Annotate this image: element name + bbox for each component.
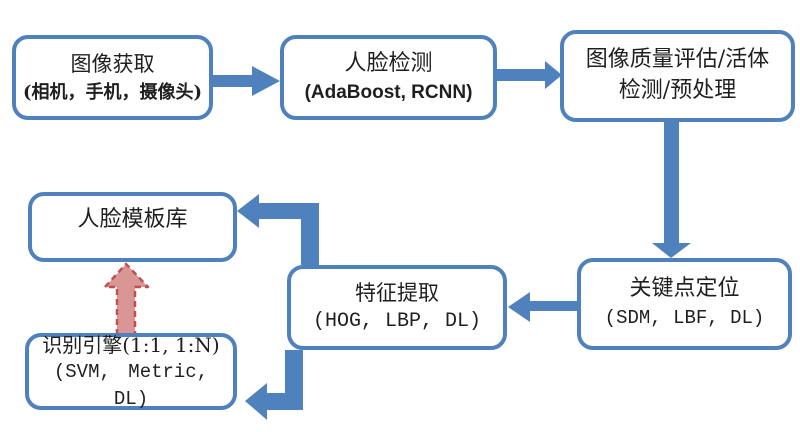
node-face-detection-title: 人脸检测 — [344, 50, 433, 76]
node-face-detection: 人脸检测 (AdaBoost, RCNN) — [280, 35, 497, 120]
node-quality-liveness: 图像质量评估/活体 检测/预处理 — [560, 30, 795, 122]
node-feature-extraction-subtitle: (HOG, LBP, DL) — [312, 310, 482, 334]
arrow-landmark-to-feature-icon — [508, 292, 577, 322]
node-landmark-localization: 关键点定位 (SDM, LBF, DL) — [577, 258, 792, 350]
arrow-recognition-to-template-db-icon — [103, 262, 150, 337]
node-feature-extraction-title: 特征提取 — [355, 281, 439, 305]
node-quality-liveness-title-line2: 检测/预处理 — [618, 78, 737, 103]
node-face-template-db: 人脸模板库 — [28, 192, 237, 262]
node-landmark-localization-title: 关键点定位 — [629, 276, 740, 301]
node-recognition-engine-title: 识别引擎(1:1, 1:N) — [42, 332, 220, 357]
arrow-feature-to-recognition-icon — [245, 350, 303, 420]
node-image-acquisition-title: 图像获取 — [70, 52, 155, 77]
node-feature-extraction: 特征提取 (HOG, LBP, DL) — [287, 265, 507, 350]
node-quality-liveness-title-line1: 图像质量评估/活体 — [585, 47, 770, 73]
node-image-acquisition-subtitle: (相机，手机，摄像头) — [22, 81, 203, 103]
arrow-quality-to-landmark-icon — [652, 122, 691, 258]
node-recognition-engine: 识别引擎(1:1, 1:N) (SVM, Metric, DL) — [25, 333, 237, 410]
node-face-template-db-title: 人脸模板库 — [77, 207, 188, 232]
arrow-detection-to-quality-icon — [497, 61, 562, 89]
node-face-detection-subtitle: (AdaBoost, RCNN) — [304, 81, 473, 103]
arrow-acquisition-to-detection-icon — [213, 66, 280, 96]
arrow-feature-to-template-db-icon — [237, 194, 319, 265]
node-landmark-localization-subtitle: (SDM, LBF, DL) — [604, 306, 765, 329]
node-image-acquisition: 图像获取 (相机，手机，摄像头) — [12, 35, 213, 120]
node-recognition-engine-subtitle: (SVM, Metric, DL) — [53, 360, 209, 410]
